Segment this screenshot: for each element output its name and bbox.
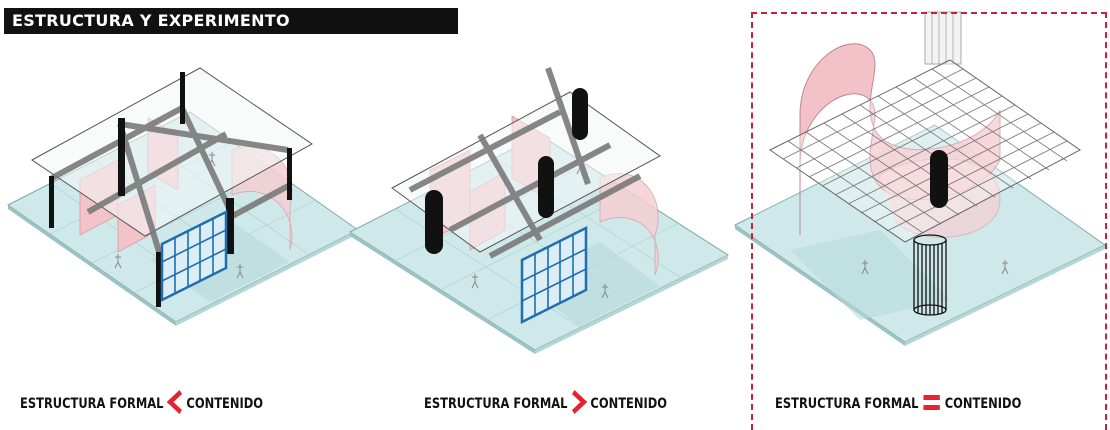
caption-2: ESTRUCTURA FORMAL CONTENIDO <box>424 390 668 418</box>
caption-left-label: ESTRUCTURA FORMAL <box>424 396 568 412</box>
caption-right-label: CONTENIDO <box>590 396 668 412</box>
caption-left-label: ESTRUCTURA FORMAL <box>20 396 164 412</box>
cylinder-columns <box>425 88 588 254</box>
diagram-2 <box>348 67 730 354</box>
columns <box>49 72 292 307</box>
page-title: ESTRUCTURA Y EXPERIMENTO <box>12 11 290 30</box>
glazed-wall <box>160 209 228 303</box>
less-than-icon <box>166 390 183 418</box>
equals-icon <box>922 390 942 418</box>
title-bar: ESTRUCTURA Y EXPERIMENTO <box>4 8 458 34</box>
cylinder-column <box>930 150 948 208</box>
diagram-1 <box>7 67 359 326</box>
roof-slab-1 <box>31 67 313 237</box>
glazed-wall <box>520 225 588 325</box>
caption-1: ESTRUCTURA FORMAL CONTENIDO <box>20 390 264 418</box>
grid-column-top <box>924 11 962 65</box>
greater-than-icon <box>571 390 588 418</box>
caption-right-label: CONTENIDO <box>186 396 264 412</box>
grid-roof <box>769 59 1081 243</box>
diagram-3 <box>734 11 1106 346</box>
caption-left-label: ESTRUCTURA FORMAL <box>775 396 919 412</box>
caption-3: ESTRUCTURA FORMAL CONTENIDO <box>775 392 1021 416</box>
caption-right-label: CONTENIDO <box>944 396 1022 412</box>
cage-column <box>913 234 947 316</box>
